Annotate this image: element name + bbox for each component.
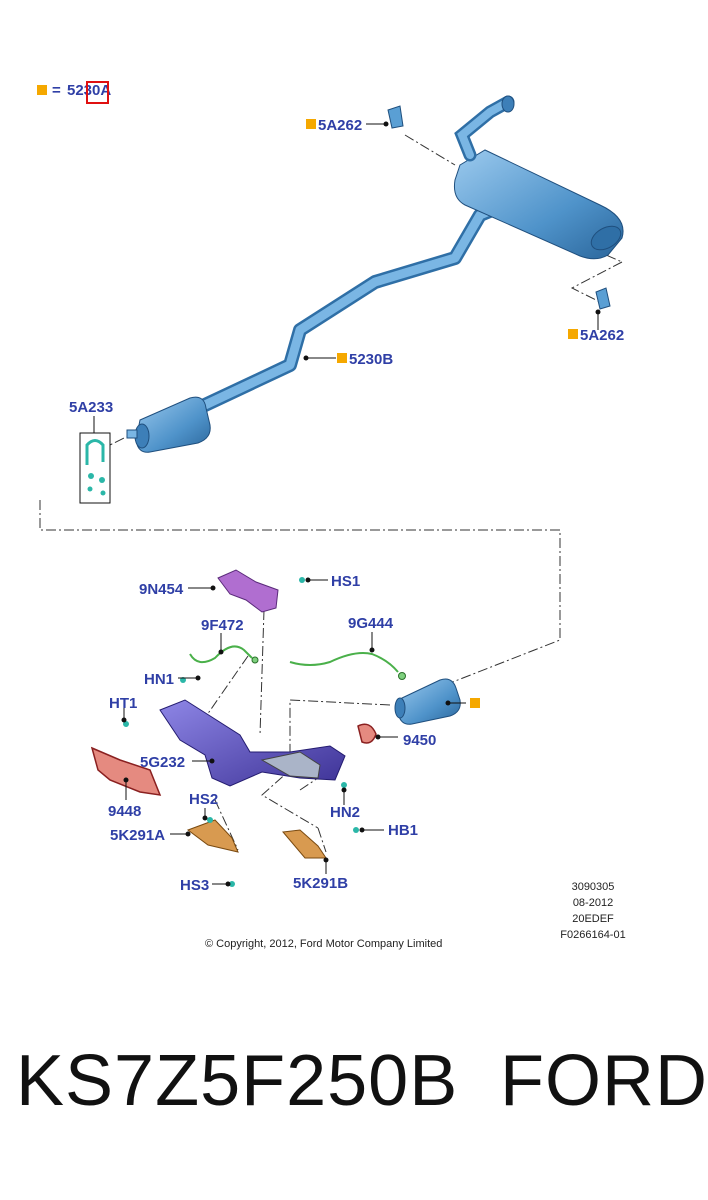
marker-upper-bracket <box>306 119 316 129</box>
label-9450: 9450 <box>403 732 436 749</box>
marker-lower-bracket <box>568 329 578 339</box>
legend-equals: = <box>52 82 61 99</box>
legend-marker <box>37 85 47 95</box>
label-5g232: 5G232 <box>140 754 185 771</box>
fasteners <box>123 577 359 887</box>
bracket-upper-part <box>387 105 404 129</box>
connector-lines <box>39 134 623 853</box>
label-hn2: HN2 <box>330 804 360 821</box>
label-9448: 9448 <box>108 803 141 820</box>
label-9f472: 9F472 <box>201 617 244 634</box>
part-number: KS7Z5F250B <box>16 1041 459 1121</box>
caption: KS7Z5F250B FORD <box>0 1040 708 1170</box>
label-hs1: HS1 <box>331 573 360 590</box>
label-hs3: HS3 <box>180 877 209 894</box>
catalytic-converter <box>394 678 461 725</box>
label-ht1: HT1 <box>109 695 137 712</box>
label-5a262-lower: 5A262 <box>580 327 624 344</box>
meta-line-2: 08-2012 <box>573 897 613 909</box>
label-9g444: 9G444 <box>348 615 394 632</box>
brand-name: FORD <box>500 1041 708 1121</box>
manifold-gasket <box>90 746 162 796</box>
intermediate-pipe <box>148 205 494 433</box>
rear-muffler <box>454 95 624 260</box>
copyright: © Copyright, 2012, Ford Motor Company Li… <box>205 938 442 950</box>
heat-shield <box>217 569 279 613</box>
bracket-b <box>282 829 327 859</box>
marker-catalyst <box>470 698 480 708</box>
label-5k291a: 5K291A <box>110 827 165 844</box>
meta-line-3: 20EDEF <box>572 913 614 925</box>
legend-code: 5230A <box>67 82 111 99</box>
cat-gasket <box>357 723 377 744</box>
exhaust-manifold <box>159 699 346 787</box>
label-hb1: HB1 <box>388 822 418 839</box>
label-5a233: 5A233 <box>69 399 113 416</box>
bracket-lower-part <box>595 287 611 310</box>
meta-line-1: 3090305 <box>572 881 615 893</box>
exhaust-diagram: = 5230A <box>37 81 626 950</box>
label-hn1: HN1 <box>144 671 174 688</box>
meta-line-4: F0266164-01 <box>560 929 625 941</box>
label-9n454: 9N454 <box>139 581 184 598</box>
label-5230b: 5230B <box>349 351 393 368</box>
marker-pipe <box>337 353 347 363</box>
callout-dots <box>121 121 601 887</box>
clamp-kit <box>79 432 111 504</box>
front-resonator <box>126 396 211 453</box>
highlight-box <box>86 81 109 104</box>
bracket-a <box>186 819 239 853</box>
label-5k291b: 5K291B <box>293 875 348 892</box>
rear-o2-sensor <box>289 652 399 673</box>
front-o2-sensor <box>189 645 253 664</box>
diagram-svg: = 5230A <box>37 81 626 950</box>
label-5a262-upper: 5A262 <box>318 117 362 134</box>
label-hs2: HS2 <box>189 791 218 808</box>
